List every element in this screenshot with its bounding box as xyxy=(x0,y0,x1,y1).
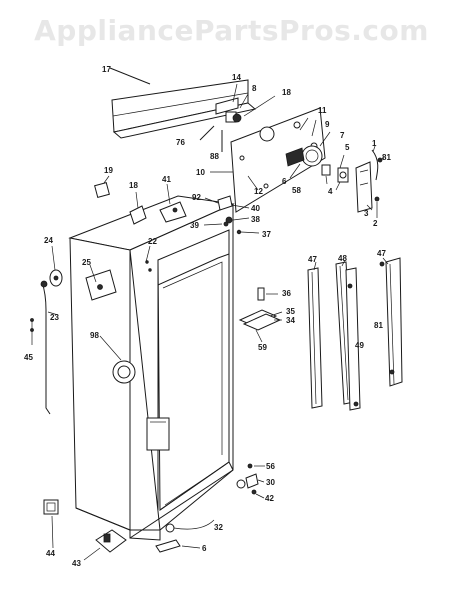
callout-47: 47 xyxy=(308,255,317,264)
callout-7: 7 xyxy=(340,131,345,140)
callout-49: 49 xyxy=(355,341,364,350)
callout-5: 5 xyxy=(345,143,350,152)
bottom-parts xyxy=(43,463,265,561)
callout-8: 8 xyxy=(252,84,257,93)
callout-19: 19 xyxy=(104,166,113,175)
door-trim-strips xyxy=(307,257,403,411)
callout-18: 18 xyxy=(282,88,291,97)
callout-43: 43 xyxy=(72,559,81,568)
callout-56: 56 xyxy=(266,462,275,471)
callout-45: 45 xyxy=(24,353,33,362)
callout-30: 30 xyxy=(266,478,275,487)
callout-12: 12 xyxy=(254,187,263,196)
callout-39: 39 xyxy=(190,221,199,230)
callout-44: 44 xyxy=(46,549,55,558)
callout-92: 92 xyxy=(192,193,201,202)
callout-18b: 18 xyxy=(129,181,138,190)
top-hinge-part xyxy=(199,83,276,152)
callout-22: 22 xyxy=(148,237,157,246)
callout-32: 32 xyxy=(214,523,223,532)
callout-42: 42 xyxy=(265,494,274,503)
callout-76: 76 xyxy=(176,138,185,147)
callout-81b: 81 xyxy=(374,321,383,330)
callout-40: 40 xyxy=(251,204,260,213)
callout-14: 14 xyxy=(232,73,241,82)
callout-35: 35 xyxy=(286,307,295,316)
thermostat-assembly xyxy=(285,119,331,185)
cabinet-top-small-parts xyxy=(94,175,260,235)
callout-10: 10 xyxy=(196,168,205,177)
light-switch-assembly xyxy=(335,145,385,218)
callout-48: 48 xyxy=(338,254,347,263)
callout-34: 34 xyxy=(286,316,295,325)
callout-58: 58 xyxy=(292,186,301,195)
callout-4: 4 xyxy=(328,187,333,196)
callout-6b: 6 xyxy=(202,544,207,553)
callout-37: 37 xyxy=(262,230,271,239)
callout-59: 59 xyxy=(258,343,267,352)
callout-9: 9 xyxy=(325,120,330,129)
callout-3: 3 xyxy=(364,209,369,218)
callout-2: 2 xyxy=(373,219,378,228)
refrigerator-cabinet xyxy=(68,195,235,541)
callout-6: 6 xyxy=(282,177,287,186)
callout-11: 11 xyxy=(318,106,327,115)
watermark: AppliancePartsPros.com xyxy=(34,14,429,47)
callout-88: 88 xyxy=(210,152,219,161)
left-side-parts xyxy=(30,245,117,415)
callout-38: 38 xyxy=(251,215,260,224)
center-bracket-parts xyxy=(238,287,283,343)
callout-1: 1 xyxy=(372,139,377,148)
callout-81: 81 xyxy=(382,153,391,162)
callout-36: 36 xyxy=(282,289,291,298)
callout-23: 23 xyxy=(50,313,59,322)
callout-98: 98 xyxy=(90,331,99,340)
callout-25: 25 xyxy=(82,258,91,267)
callout-17: 17 xyxy=(102,65,111,74)
callout-41: 41 xyxy=(162,175,171,184)
callout-47b: 47 xyxy=(377,249,386,258)
callout-labels: 17 14 8 18 76 88 11 9 7 1 5 81 6 58 4 3 … xyxy=(24,65,391,568)
callout-24: 24 xyxy=(44,236,53,245)
